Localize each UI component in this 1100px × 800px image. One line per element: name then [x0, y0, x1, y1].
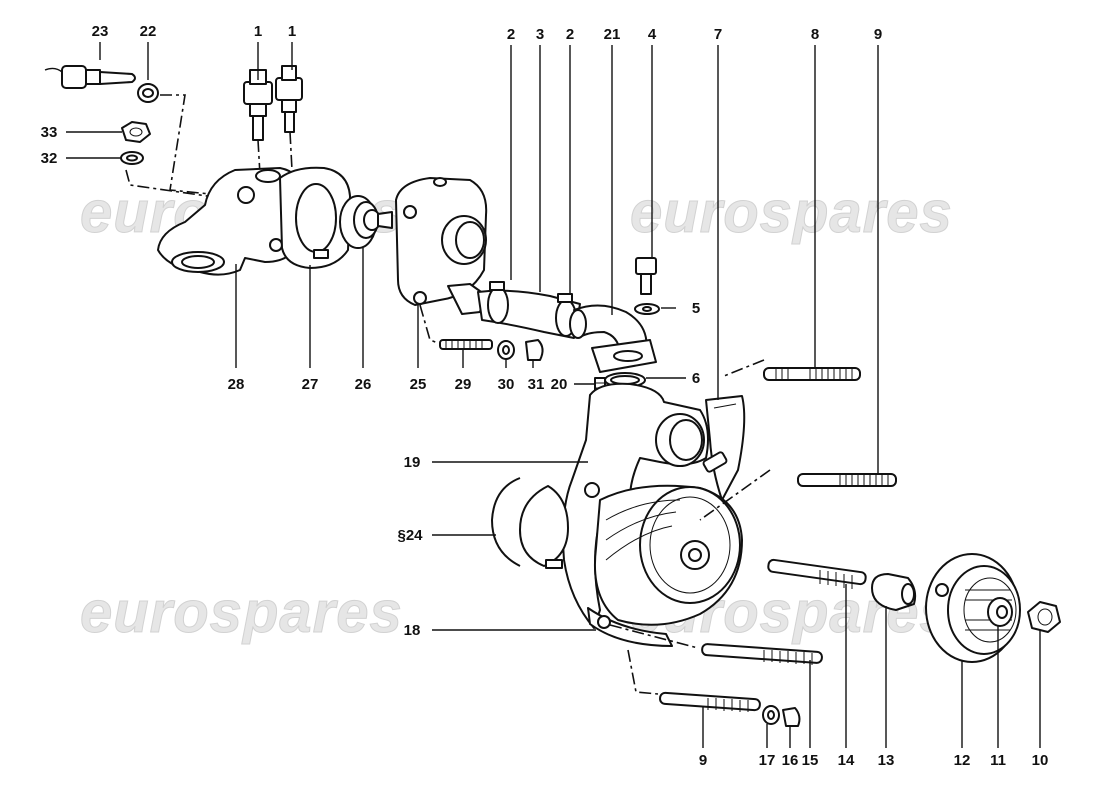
assembly-line: [627, 649, 659, 695]
callout-3: 3: [536, 26, 544, 43]
callout-30: 30: [498, 376, 515, 393]
part-10-nut: [1027, 601, 1061, 633]
part-4-screw: [635, 257, 657, 295]
assembly-line: [699, 469, 771, 521]
callout-4: 4: [648, 26, 657, 43]
part-26-thermostat: [339, 195, 393, 249]
leader-lines: [66, 42, 1041, 748]
assembly-line: [289, 131, 293, 171]
callout-18: 18: [404, 622, 421, 639]
assembly-line: [609, 624, 699, 649]
part-15-stud: [701, 643, 823, 665]
callout-12: 12: [954, 752, 971, 769]
part-16-cap-nut: [782, 707, 801, 727]
callout-11: 11: [990, 752, 1006, 769]
callout-17: 17: [759, 752, 776, 769]
callout-labels: 23 22 1 1 2 3 2 21 4 7 8 9 33 32 28 27 2…: [41, 23, 1049, 769]
part-24-gasket: [491, 477, 569, 567]
part-30-washer: [497, 340, 515, 360]
callout-1: 1: [254, 23, 262, 40]
assembly-line: [125, 169, 236, 201]
callout-21: 21: [604, 26, 621, 43]
part-8-stud: [763, 367, 861, 381]
callout-1: 1: [288, 23, 296, 40]
callout-24: §24: [397, 527, 423, 544]
callout-2: 2: [566, 26, 574, 43]
assembly-line: [419, 304, 439, 344]
part-9-lower-stud: [659, 691, 761, 712]
callout-6: 6: [692, 370, 700, 387]
callout-26: 26: [355, 376, 372, 393]
callout-13: 13: [878, 752, 895, 769]
callout-9-lower: 9: [699, 752, 707, 769]
part-19-water-pump-housing: [562, 382, 709, 629]
assembly-line: [723, 359, 765, 377]
watermark-text: eurospares: [80, 580, 403, 645]
part-25-thermostat-cover: [395, 177, 488, 315]
callout-20: 20: [551, 376, 568, 393]
callout-23: 23: [92, 23, 109, 40]
callout-28: 28: [228, 376, 245, 393]
part-33-nut: [121, 121, 151, 143]
callout-15: 15: [802, 752, 819, 769]
part-23-temperature-sender: [44, 65, 136, 89]
callout-5: 5: [692, 300, 700, 317]
part-12-idler-pulley: [925, 553, 1021, 663]
part-27-gasket: [279, 166, 351, 269]
part-28-outlet-housing: [157, 167, 301, 276]
callout-8: 8: [811, 26, 819, 43]
callout-33: 33: [41, 124, 58, 141]
part-5-washer: [634, 303, 660, 315]
part-32-washer: [120, 151, 144, 165]
part-11-bearing: [987, 597, 1013, 627]
part-13-spacer: [871, 573, 917, 611]
callout-16: 16: [782, 752, 799, 769]
callout-25: 25: [410, 376, 427, 393]
part-9-stud: [797, 473, 897, 487]
stud-short: [702, 451, 728, 473]
part-29-stud: [439, 339, 493, 350]
part-17-washer: [762, 705, 780, 725]
callout-31: 31: [528, 376, 545, 393]
callout-27: 27: [302, 376, 319, 393]
part-22-washer: [137, 83, 159, 103]
callout-14: 14: [838, 752, 855, 769]
callout-2: 2: [507, 26, 515, 43]
part-31-cap-nut: [525, 339, 544, 361]
callout-7: 7: [714, 26, 722, 43]
part-1-temperature-sensor: [243, 65, 303, 141]
part-18-pump-pulley-assembly: [545, 484, 743, 647]
callout-10: 10: [1032, 752, 1049, 769]
part-21-elbow-pipe: [569, 304, 657, 373]
callout-32: 32: [41, 150, 58, 167]
callout-9: 9: [874, 26, 882, 43]
assembly-line: [160, 94, 241, 198]
callout-19: 19: [404, 454, 421, 471]
part-7-belt-guard: [705, 395, 746, 501]
callout-29: 29: [455, 376, 472, 393]
part-14-stud: [767, 558, 867, 589]
watermark-text: eurospares: [630, 180, 953, 245]
callout-22: 22: [140, 23, 157, 40]
